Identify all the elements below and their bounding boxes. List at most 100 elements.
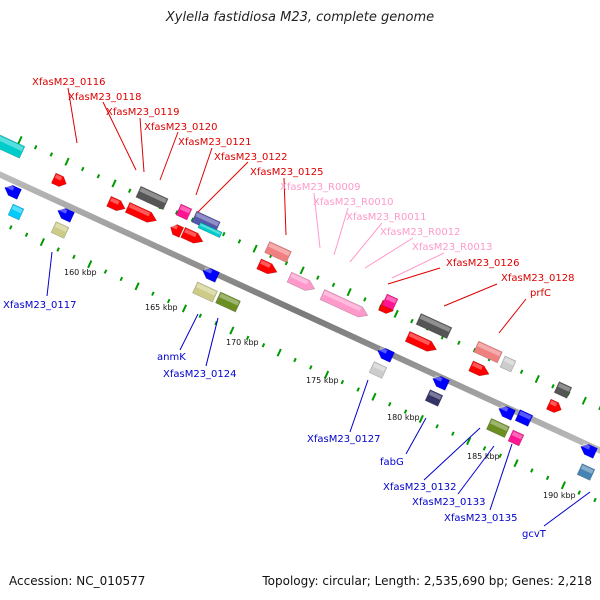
- reverse-cds-arrow: [580, 442, 598, 459]
- outer-tick: [519, 369, 524, 375]
- inner-tick: [276, 348, 282, 357]
- rna-gene-label: XfasM23_R0009: [280, 182, 360, 193]
- inner-tick: [134, 282, 140, 291]
- cyan-gene: [197, 221, 223, 239]
- pseudo-gene: [473, 340, 503, 364]
- outer-tick: [237, 239, 242, 244]
- inner-tick: [593, 497, 597, 503]
- inner-tick: [87, 260, 93, 269]
- forward-gene-label: XfasM23_0126: [446, 258, 520, 269]
- inner-tick: [482, 446, 487, 451]
- forward-cds-arrow: [545, 398, 562, 413]
- outer-tick: [17, 135, 23, 145]
- label-leader-lines: [46, 87, 591, 527]
- steel-gene: [576, 463, 596, 481]
- inner-tick: [198, 313, 203, 319]
- leader-line: [139, 117, 145, 173]
- outer-tick: [96, 173, 101, 179]
- light-gene: [368, 361, 388, 379]
- forward-cds-arrow: [106, 195, 126, 212]
- kbp-label: 175 kbp: [306, 376, 339, 385]
- outer-tick: [252, 244, 258, 253]
- inner-tick: [245, 335, 250, 341]
- forward-cds-arrow: [50, 172, 67, 187]
- topology-text: Topology: circular; Length: 2,535,690 bp…: [262, 574, 592, 588]
- outer-tick: [363, 297, 367, 302]
- reverse-gene-label: XfasM23_0133: [412, 497, 486, 508]
- inner-tick: [119, 276, 124, 282]
- leader-line: [102, 101, 137, 171]
- forward-gene-label: XfasM23_0116: [32, 77, 106, 88]
- light-gene: [499, 355, 517, 373]
- outer-tick: [457, 340, 461, 346]
- khaki-gene: [50, 221, 70, 239]
- leader-line: [443, 283, 498, 307]
- forward-cds-arrow: [124, 201, 158, 223]
- inner-tick: [403, 409, 408, 414]
- outer-tick: [331, 282, 336, 288]
- inner-tick: [356, 387, 360, 392]
- forward-cds-arrow: [468, 360, 490, 377]
- outer-tick: [534, 374, 540, 384]
- grey-gene: [415, 313, 453, 339]
- reverse-gene-label: XfasM23_0135: [444, 513, 518, 524]
- reverse-gene-label: gcvT: [522, 529, 547, 540]
- inner-tick: [530, 468, 534, 473]
- leader-line: [46, 251, 53, 297]
- inner-tick: [340, 379, 345, 385]
- leader-line: [405, 417, 427, 455]
- reverse-gene-label: fabG: [380, 457, 404, 468]
- inner-tick: [498, 453, 503, 459]
- accession-text: Accession: NC_010577: [9, 574, 146, 588]
- rna-feature: [319, 289, 369, 318]
- grey-gene: [553, 381, 573, 399]
- rna-feature: [286, 271, 316, 291]
- outer-tick: [346, 288, 352, 297]
- inner-tick: [577, 490, 581, 495]
- leader-line: [349, 222, 383, 263]
- outer-tick: [284, 260, 289, 266]
- leader-line: [205, 317, 219, 367]
- leader-line: [498, 298, 527, 334]
- magenta-gene: [507, 429, 525, 447]
- map-title: Xylella fastidiosa M23, complete genome: [165, 10, 435, 25]
- inner-tick: [560, 481, 567, 490]
- inner-tick: [451, 431, 455, 436]
- reverse-gene-label: anmK: [157, 352, 186, 363]
- reverse-gene-label: XfasM23_0132: [383, 482, 457, 493]
- forward-cds-arrow: [170, 223, 185, 238]
- forward-gene-label: XfasM23_0128: [501, 273, 575, 284]
- magenta-gene: [175, 203, 193, 221]
- inner-tick: [56, 247, 60, 252]
- inner-tick: [166, 298, 171, 304]
- inner-tick: [371, 392, 377, 401]
- leader-line: [159, 131, 179, 181]
- forward-gene-label: XfasM23_0125: [250, 167, 324, 178]
- leader-line: [349, 379, 369, 433]
- kbp-label: 185 kbp: [467, 452, 500, 461]
- outer-tick: [127, 188, 132, 193]
- leader-line: [313, 192, 321, 249]
- leader-line: [179, 313, 199, 351]
- kbp-label: 190 kbp: [543, 491, 576, 500]
- leader-line: [283, 177, 287, 236]
- outer-tick: [410, 318, 414, 324]
- kbp-label: 180 kbp: [387, 413, 420, 422]
- inner-tick: [151, 291, 155, 296]
- forward-gene-label: XfasM23_0121: [178, 137, 252, 148]
- olive-gene: [215, 291, 241, 313]
- leader-line: [195, 147, 213, 196]
- inner-tick: [39, 238, 45, 247]
- leader-line: [391, 252, 445, 279]
- outer-tick: [598, 405, 600, 411]
- inner-tick: [229, 326, 235, 335]
- rna-gene-label: XfasM23_R0010: [313, 197, 393, 208]
- outer-tick: [551, 384, 555, 389]
- reverse-cds-arrow: [377, 346, 395, 363]
- inner-tick: [309, 365, 313, 370]
- forward-cds-arrow: [404, 330, 438, 352]
- forward-gene-label: XfasM23_0118: [68, 92, 142, 103]
- leader-line: [543, 491, 591, 527]
